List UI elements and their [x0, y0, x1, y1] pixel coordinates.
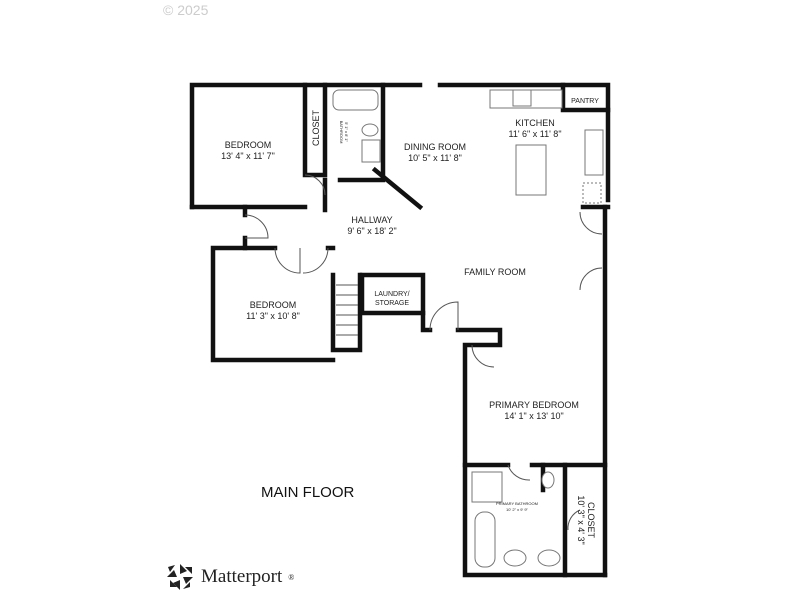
room-dims-closet-2: 10' 3" x 4' 3" [576, 495, 586, 544]
copyright-watermark: © 2025 [163, 2, 209, 18]
room-label-bedroom-2: BEDROOM [250, 300, 297, 310]
shower [471, 471, 503, 503]
floor-label: MAIN FLOOR [261, 484, 355, 501]
toilet-primary [541, 471, 555, 489]
room-dims-dining: 10' 5" x 11' 8" [408, 153, 462, 163]
room-label-primary-bedroom: PRIMARY BEDROOM [489, 400, 579, 410]
matterport-logo: Matterport ® [165, 562, 294, 592]
appliance [582, 182, 602, 204]
room-dims-bedroom-2: 11' 3" x 10' 8" [246, 311, 300, 321]
walls [189, 82, 611, 578]
fridge-counter [584, 129, 604, 176]
room-dims-bedroom: 13' 4" x 11' 7" [221, 151, 275, 161]
kitchen-island [515, 144, 547, 196]
room-label-storage: STORAGE [375, 300, 409, 307]
room-label-hallway: HALLWAY [351, 215, 392, 225]
bathtub-primary [474, 511, 496, 568]
room-label-kitchen: KITCHEN [515, 118, 555, 128]
room-dims-bathroom: 5' 1" x 8' 1" [344, 122, 349, 142]
matterport-icon [167, 564, 193, 590]
room-label-closet-2: CLOSET [586, 502, 596, 539]
fixtures [244, 89, 604, 568]
registered-mark: ® [288, 572, 295, 582]
room-label-closet: CLOSET [311, 109, 321, 146]
sink-vanity [361, 139, 381, 163]
room-dims-kitchen: 11' 6" x 11' 8" [508, 129, 561, 139]
room-label-bathroom: BATHROOM [339, 121, 344, 144]
room-dims-primary-bedroom: 14' 1" x 13' 10" [504, 411, 563, 421]
sink-right [537, 549, 561, 567]
room-label-pantry: PANTRY [571, 98, 599, 105]
room-label-dining: DINING ROOM [404, 142, 466, 152]
room-dims-hallway: 9' 6" x 18' 2" [347, 226, 396, 236]
toilet [361, 123, 379, 137]
room-label-bedroom: BEDROOM [225, 140, 272, 150]
bathtub [332, 89, 379, 111]
brand-name: Matterport [201, 566, 283, 587]
stove [512, 89, 532, 107]
room-dims-primary-bath: 10' 2" x 9' 9" [506, 507, 529, 512]
stairs [336, 284, 358, 336]
room-label-family: FAMILY ROOM [464, 267, 526, 277]
room-label-primary-bath: PRIMARY BATHROOM [496, 501, 538, 506]
sink-left [503, 549, 527, 567]
doors [244, 174, 603, 531]
room-label-laundry: LAUNDRY/ [374, 291, 409, 298]
